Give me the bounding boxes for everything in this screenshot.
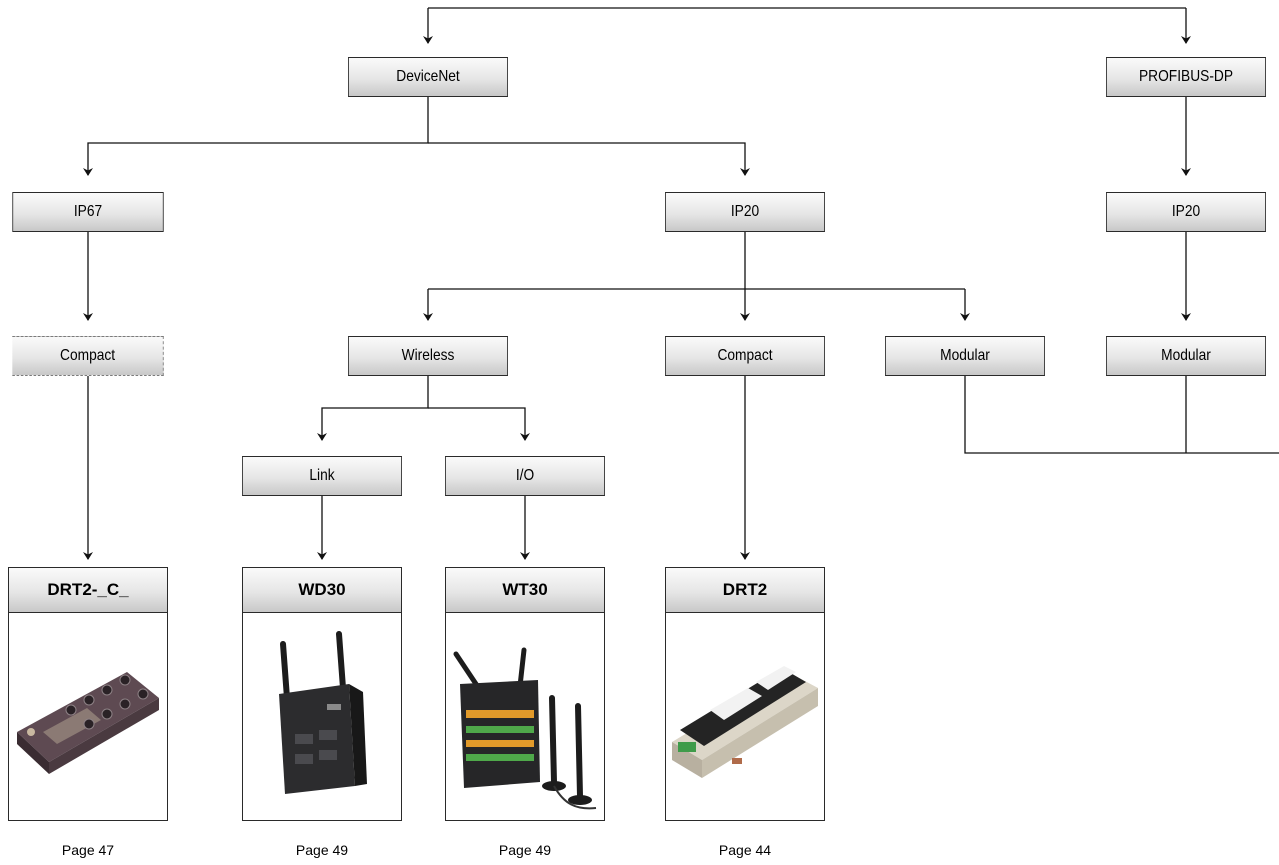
product-name: WT30 <box>446 568 604 613</box>
modular-profibus-label: Modular <box>1161 347 1211 364</box>
page-ref-wt30: Page 49 <box>498 842 552 858</box>
modular-devicenet-node: Modular <box>885 336 1045 376</box>
page-ref-wd30: Page 49 <box>295 842 349 858</box>
wd30-device-image <box>279 631 367 794</box>
compact-ip20-node: Compact <box>665 336 825 376</box>
ip67-label: IP67 <box>73 203 103 220</box>
devicenet-label: DeviceNet <box>396 68 460 85</box>
ip20-devicenet-node: IP20 <box>665 192 825 232</box>
ip20-profibus-node: IP20 <box>1106 192 1266 232</box>
page-ref-drt2-c: Page 47 <box>61 842 115 858</box>
io-node: I/O <box>445 456 605 496</box>
link-label: Link <box>309 467 335 484</box>
wt30-device-image <box>453 647 597 810</box>
product-card-wd30: WD30 <box>242 567 402 821</box>
wireless-label: Wireless <box>401 347 455 364</box>
profibus-dp-node: PROFIBUS-DP <box>1106 57 1266 97</box>
link-node: Link <box>242 456 402 496</box>
modular-devicenet-label: Modular <box>940 347 990 364</box>
ip20-devicenet-label: IP20 <box>730 203 760 220</box>
modular-profibus-node: Modular <box>1106 336 1266 376</box>
compact-ip67-label: Compact <box>60 347 116 364</box>
product-name: WD30 <box>243 568 401 613</box>
profibus-dp-label: PROFIBUS-DP <box>1138 68 1234 85</box>
wireless-node: Wireless <box>348 336 508 376</box>
product-card-drt2: DRT2 <box>665 567 825 821</box>
product-name: DRT2 <box>666 568 824 613</box>
product-card-wt30: WT30 <box>445 567 605 821</box>
io-label: I/O <box>515 467 535 484</box>
product-name: DRT2-_C_ <box>9 568 167 613</box>
product-card-drt2-c: DRT2-_C_ <box>8 567 168 821</box>
drt2-c-module-image <box>17 672 159 774</box>
compact-ip20-label: Compact <box>717 347 773 364</box>
page-ref-drt2: Page 44 <box>718 842 772 858</box>
ip20-profibus-label: IP20 <box>1171 203 1201 220</box>
drt2-terminal-image <box>672 666 818 778</box>
compact-ip67-node: Compact <box>12 336 164 376</box>
ip67-node: IP67 <box>12 192 164 232</box>
devicenet-node: DeviceNet <box>348 57 508 97</box>
